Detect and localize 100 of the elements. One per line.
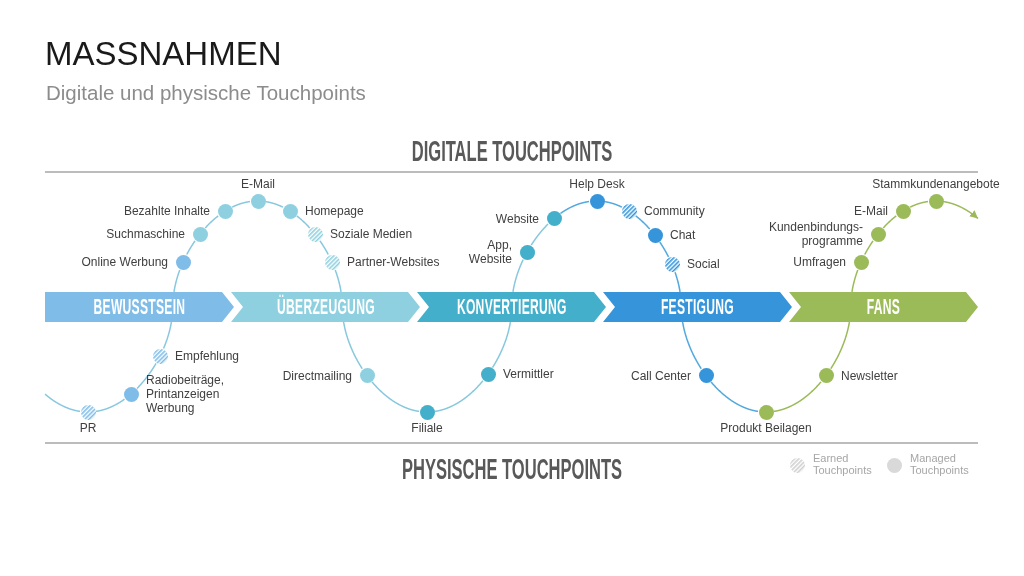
curve-line [909, 200, 929, 208]
curve-line [530, 223, 549, 246]
touchpoint-dot [359, 368, 375, 384]
touchpoint-label: Newsletter [841, 368, 898, 383]
touchpoint-label: Produkt Beilagen [720, 420, 812, 435]
curve-line [162, 321, 173, 350]
touchpoint-label: Directmailing [282, 368, 352, 383]
hatched-touchpoint-dot [80, 404, 96, 420]
touchpoint-label: Chat [670, 228, 696, 243]
phase-label: KONVERTIERUNG [456, 295, 567, 319]
touchpoint-dot [123, 386, 139, 402]
touchpoint-dot [758, 404, 774, 420]
touchpoint-label: Partner-Websites [347, 255, 440, 270]
touchpoint-label: Social [687, 257, 720, 272]
curve-arrow [943, 200, 979, 220]
phase-label: FANS [866, 295, 901, 319]
curve-line [710, 381, 759, 413]
touchpoint-dot [250, 193, 266, 209]
curve-line [882, 215, 897, 229]
legend-label: Managed Touchpoints [910, 452, 970, 476]
touchpoint-dot [192, 226, 208, 242]
phase-step [417, 292, 606, 322]
hatched-touchpoint-dot [307, 226, 323, 242]
curve-line [173, 269, 181, 293]
touchpoint-label: E-Mail [241, 176, 275, 191]
phase-step [45, 292, 234, 322]
touchpoint-dot [698, 368, 714, 384]
phase-step [603, 292, 792, 322]
touchpoint-label: PR [79, 420, 97, 435]
curve-line [851, 269, 859, 293]
curve-line [559, 200, 590, 215]
touchpoint-label: Vermittler [503, 367, 554, 382]
touchpoint-label: Community [644, 204, 705, 219]
touchpoint-dot [853, 254, 869, 270]
phase-label: BEWUSSTSEIN [93, 295, 186, 319]
curve-line [319, 240, 329, 256]
touchpoint-dot [928, 193, 944, 209]
curve-line [604, 200, 623, 208]
curve-line [371, 381, 420, 413]
curve-line [773, 381, 822, 413]
curve-line [635, 215, 651, 230]
touchpoint-label: Kundenbindungs- programme [767, 220, 863, 249]
curve-line [434, 379, 484, 413]
phase-step [231, 292, 420, 322]
curve-line [296, 215, 311, 229]
touchpoint-dot [647, 227, 663, 243]
touchpoint-label: Soziale Medien [330, 227, 413, 242]
touchpoint-label: Suchmaschine [106, 227, 185, 242]
legend-label: Earned Touchpoints [813, 452, 873, 476]
touchpoint-label: E-Mail [854, 204, 888, 219]
touchpoint-label: Stammkundenangebote [872, 176, 1000, 191]
curve-line [204, 215, 219, 229]
touchpoint-label: Filiale [411, 420, 443, 435]
hatched-touchpoint-dot [152, 348, 168, 364]
curve-line [674, 271, 681, 293]
touchpoint-label: Umfragen [793, 255, 846, 270]
touchpoint-label: App, Website [467, 238, 512, 267]
curve-line [265, 200, 284, 208]
touchpoint-dot [870, 226, 886, 242]
curve-line [95, 398, 126, 413]
section-heading: PHYSISCHE TOUCHPOINTS [401, 453, 623, 485]
touchpoint-label: Homepage [305, 204, 364, 219]
touchpoint-dot [818, 368, 834, 384]
curve-line [830, 321, 851, 370]
touchpoint-label: Radiobeiträge, Printanzeigen Werbung [146, 373, 226, 416]
touchpoint-dot [217, 203, 233, 219]
curve-line [342, 321, 363, 370]
touchpoint-dot [480, 366, 496, 382]
touchpoint-label: Empfehlung [175, 349, 240, 364]
subtitle: Digitale und physische Touchpoints [46, 81, 366, 105]
hatched-touchpoint-dot [664, 256, 680, 272]
curve-line [512, 258, 524, 293]
curve-line [334, 269, 342, 293]
phase-label: FESTIGUNG [660, 295, 735, 319]
hatched-touchpoint-dot [621, 203, 637, 219]
touchpoint-dot [519, 244, 535, 260]
touchpoint-label: Online Werbung [81, 255, 168, 270]
curve-line [491, 321, 512, 369]
phase-step [789, 292, 978, 322]
section-heading: DIGITALE TOUCHPOINTS [411, 135, 613, 167]
touchpoint-dot [895, 203, 911, 219]
touchpoint-label: Call Center [630, 368, 691, 383]
curve-line [136, 362, 157, 390]
curve-line [231, 200, 251, 208]
touchpoint-dot [546, 211, 562, 226]
touchpoint-label: Help Desk [569, 176, 625, 191]
phase-label: ÜBERZEUGUNG [276, 295, 375, 319]
curve-line [186, 240, 196, 256]
curve-line [659, 241, 670, 258]
touchpoint-label: Website [495, 211, 539, 226]
touchpoint-dot [175, 254, 191, 270]
touchpoint-dot [419, 404, 435, 420]
title: MASSNAHMEN [45, 35, 282, 73]
curve-line [681, 321, 702, 370]
hatched-touchpoint-dot [324, 254, 340, 270]
touchpoint-dot [282, 203, 298, 219]
curve-line [864, 240, 874, 256]
touchpoint-dot [589, 193, 605, 209]
touchpoint-label: Bezahlte Inhalte [123, 204, 210, 219]
curve-line [44, 393, 81, 413]
